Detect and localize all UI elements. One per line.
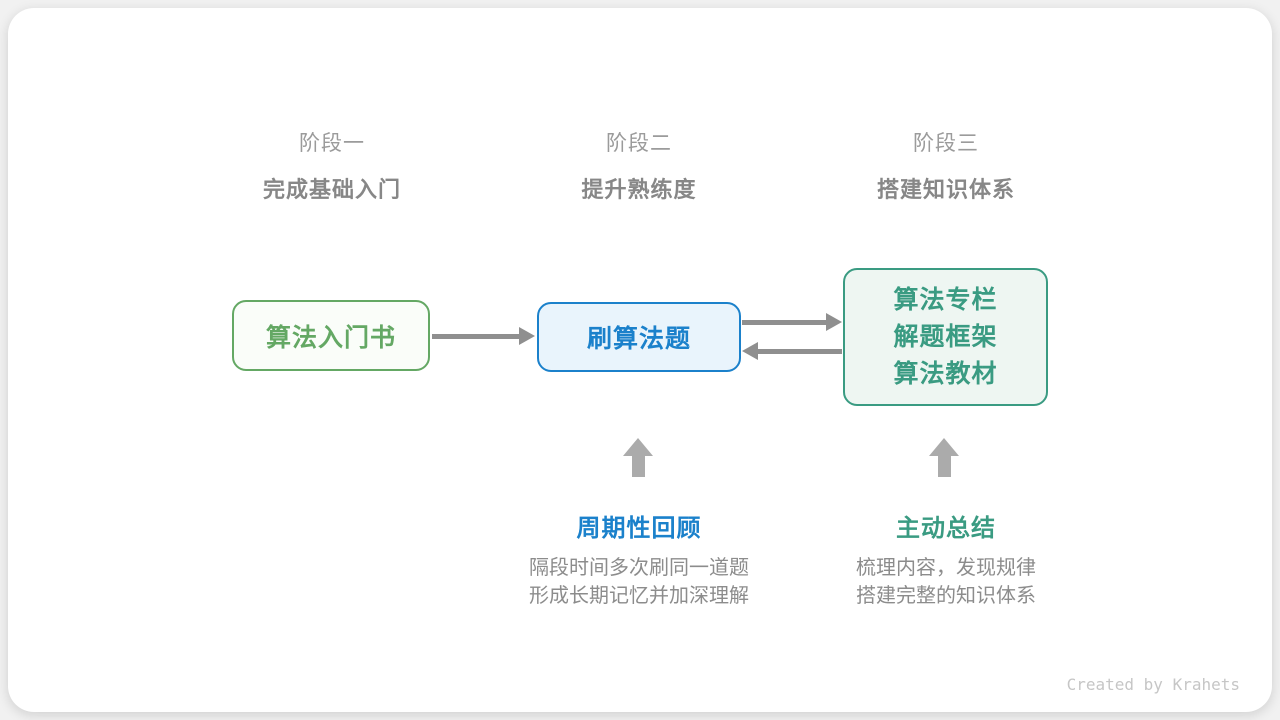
- diagram-card: 阶段一 完成基础入门 阶段二 提升熟练度 阶段三 搭建知识体系 算法入门书 刷算…: [8, 8, 1272, 712]
- arrow-up-icon: [929, 438, 959, 477]
- node-knowledge-resources: 算法专栏 解题框架 算法教材: [843, 268, 1048, 406]
- desc-line: 搭建完整的知识体系: [856, 585, 1036, 607]
- node-resource-line: 算法专栏: [893, 285, 998, 314]
- node-resource-line: 算法教材: [893, 359, 998, 388]
- stage-2-subtitle: 提升熟练度: [581, 177, 697, 202]
- arrow-left-icon: [742, 342, 842, 360]
- credit-text: Created by Krahets: [1066, 675, 1240, 694]
- annotation-active-summary-desc: 梳理内容，发现规律 搭建完整的知识体系: [786, 554, 1106, 610]
- stage-3-subtitle: 搭建知识体系: [876, 177, 1015, 202]
- node-practice-problems: 刷算法题: [537, 302, 741, 372]
- annotation-periodic-review-desc: 隔段时间多次刷同一道题 形成长期记忆并加深理解: [479, 554, 799, 610]
- arrow-right-icon: [432, 327, 535, 345]
- annotation-active-summary-title: 主动总结: [896, 515, 996, 542]
- stage-1-label: 阶段一: [299, 132, 365, 155]
- node-intro-book-label: 算法入门书: [265, 323, 396, 352]
- node-resource-line: 解题框架: [893, 322, 998, 351]
- desc-line: 形成长期记忆并加深理解: [529, 585, 749, 607]
- annotation-periodic-review-title: 周期性回顾: [576, 515, 702, 542]
- stage-1-subtitle: 完成基础入门: [262, 177, 401, 202]
- arrow-up-icon: [623, 438, 653, 477]
- stage-2-label: 阶段二: [606, 132, 672, 155]
- arrow-right-icon: [742, 313, 842, 331]
- node-practice-problems-label: 刷算法题: [586, 325, 691, 353]
- desc-line: 梳理内容，发现规律: [856, 557, 1036, 579]
- node-intro-book: 算法入门书: [232, 300, 430, 371]
- stage-3-label: 阶段三: [913, 132, 979, 155]
- desc-line: 隔段时间多次刷同一道题: [529, 557, 749, 579]
